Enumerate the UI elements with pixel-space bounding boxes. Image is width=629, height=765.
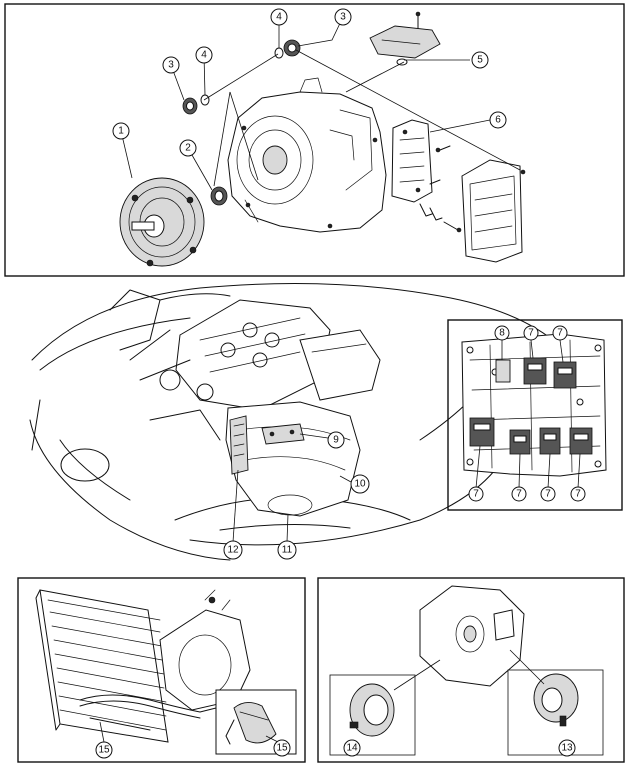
callout-3a: 3 <box>162 56 180 74</box>
speed-sensor-left <box>349 721 359 729</box>
clip-right <box>274 47 284 59</box>
control-valve-body-exploded <box>391 119 433 203</box>
transaxle-case-small <box>419 585 525 687</box>
callout-11-label: 11 <box>282 545 293 556</box>
callout-1: 1 <box>112 122 130 140</box>
transaxle-installed <box>225 401 361 517</box>
callout-4a-label: 4 <box>201 50 207 61</box>
callout-9-label: 9 <box>333 435 339 446</box>
oil-seal-right-driveshaft <box>283 39 301 57</box>
control-valve-body <box>461 333 607 477</box>
callout-15b: 15 <box>273 739 291 757</box>
callout-4b-label: 4 <box>276 12 282 23</box>
solenoid-valves <box>469 357 593 455</box>
callout-3b-label: 3 <box>340 12 346 23</box>
cooler-inset-box <box>199 689 297 755</box>
oil-pan-cover <box>461 159 526 263</box>
callout-5: 5 <box>471 51 489 69</box>
cooler-hose <box>79 694 201 731</box>
callout-11: 11 <box>277 540 297 560</box>
panel-transaxle-exploded <box>4 3 625 277</box>
engine-assembly <box>109 289 381 441</box>
inset-box-right <box>507 669 604 756</box>
callout-9: 9 <box>327 431 345 449</box>
oil-strainer-top <box>369 11 441 59</box>
small-parts <box>419 145 462 233</box>
callout-6-label: 6 <box>495 115 501 126</box>
callout-7c-label: 7 <box>473 489 479 500</box>
oil-seal-left-driveshaft <box>182 97 198 115</box>
clip-left <box>200 94 210 106</box>
callout-1-label: 1 <box>118 126 124 137</box>
callout-12-label: 12 <box>227 545 239 556</box>
panel-control-valve <box>447 319 623 511</box>
callout-4a: 4 <box>195 46 213 64</box>
callout-7e-label: 7 <box>545 489 551 500</box>
callout-7c: 7 <box>468 486 484 502</box>
callout-14-label: 14 <box>346 743 358 754</box>
callout-4b: 4 <box>270 8 288 26</box>
speed-sensor-right <box>559 715 567 727</box>
transaxle-cooler-assembly <box>159 589 251 711</box>
radiator <box>35 589 169 743</box>
callout-15b-label: 15 <box>276 743 288 754</box>
callout-6: 6 <box>489 111 507 129</box>
callout-12: 12 <box>223 540 243 560</box>
callout-13-label: 13 <box>561 743 573 754</box>
callout-3a-label: 3 <box>168 60 174 71</box>
callout-8: 8 <box>494 325 510 341</box>
sensor-gear-right <box>509 649 579 723</box>
oil-seal-converter <box>210 186 228 206</box>
callout-7e: 7 <box>540 486 556 502</box>
callout-8-label: 8 <box>499 328 505 339</box>
callout-14: 14 <box>343 739 361 757</box>
inset-box-left <box>329 674 416 756</box>
callout-7d-label: 7 <box>516 489 522 500</box>
callout-7a: 7 <box>523 325 539 341</box>
pressure-sensor <box>495 359 511 383</box>
callout-7a-label: 7 <box>528 328 534 339</box>
panel-speed-sensors <box>317 577 625 763</box>
callout-5-label: 5 <box>477 55 483 66</box>
callout-2-label: 2 <box>185 143 191 154</box>
callout-7f: 7 <box>570 486 586 502</box>
callout-15a-label: 15 <box>98 745 110 756</box>
callout-7b-label: 7 <box>557 328 563 339</box>
sensor-gear-left <box>349 659 441 737</box>
callout-7f-label: 7 <box>575 489 581 500</box>
o-ring <box>396 58 408 66</box>
callout-2: 2 <box>179 139 197 157</box>
callout-13: 13 <box>558 739 576 757</box>
callout-10: 10 <box>350 474 370 494</box>
callout-3b: 3 <box>334 8 352 26</box>
panel-oil-cooler <box>17 577 306 763</box>
callout-7b: 7 <box>552 325 568 341</box>
callout-10-label: 10 <box>354 479 366 490</box>
transaxle-case <box>227 77 387 233</box>
callout-15a: 15 <box>95 741 113 759</box>
torque-converter <box>119 177 205 267</box>
callout-7d: 7 <box>511 486 527 502</box>
